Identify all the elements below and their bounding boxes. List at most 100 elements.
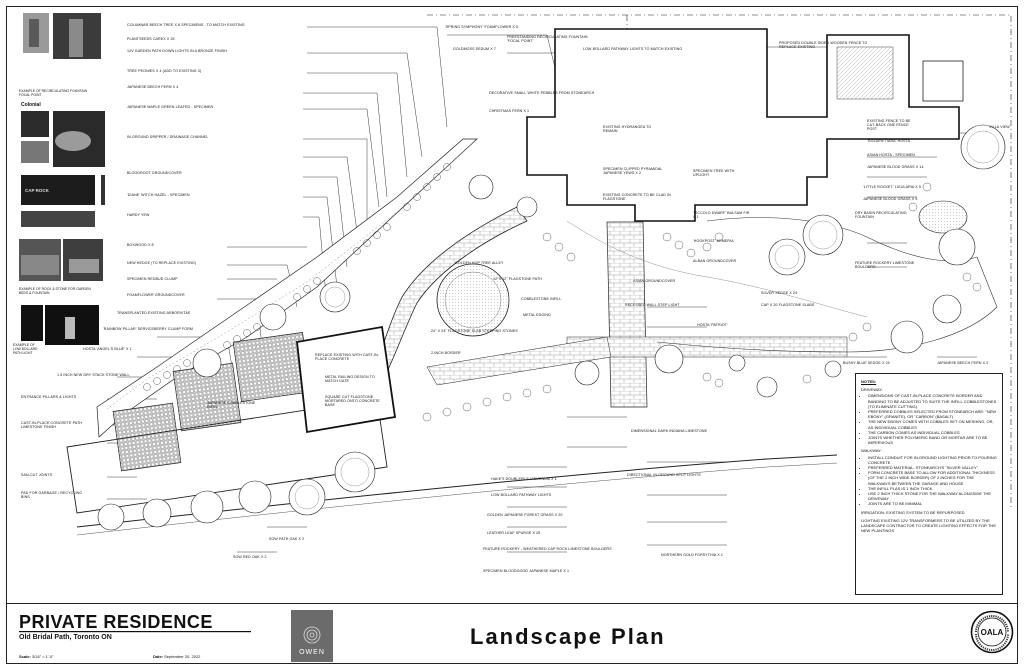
label-center: SOW PATH OAK X 2 xyxy=(269,537,305,541)
list-item: USE 2 INCH THICK STONE FOR THE WALKWAY A… xyxy=(868,491,997,501)
list-item: JOINTS ARE TO BE MINIMAL xyxy=(868,501,997,506)
label-left: CAST-IN-PLACE CONCRETE PATH LIMESTONE FI… xyxy=(21,421,83,430)
list-item: THE INFILL PLAS IS 1 INCH THICK xyxy=(868,486,997,491)
notes-driveway-list: DIMENSIONS OF CAST-IN-PLACE CONCRETE BOR… xyxy=(861,393,997,445)
owen-logo: OWEN xyxy=(291,610,333,662)
flagstone-circle xyxy=(436,263,510,337)
label-center: DECORATIVE SMALL WHITE PEBBLES FROM STON… xyxy=(489,91,595,95)
logo-mark-icon xyxy=(303,626,321,644)
label-right: DRY BASIN RECIRCULATING FOUNTAIN xyxy=(855,211,907,220)
list-item: THE CARBON COMES AS INDIVIDUAL COBBLES xyxy=(868,430,997,435)
front-walkway xyxy=(606,221,648,408)
label-center: COBBLESTONE INFILL xyxy=(521,297,562,301)
label-left: SPECIMEN REDBUD CLUMP xyxy=(127,277,178,281)
label-left: PAD FOR GARBAGE / RECYCLING BINS xyxy=(21,491,83,500)
label-center: GOLDMOSS SEDUM X 7 xyxy=(453,47,496,51)
list-item: FORM CONCRETE BASE TO ALLOW FOR ADDITION… xyxy=(868,470,997,486)
dry-basin-fountain xyxy=(918,200,968,234)
list-item: PREFERRED COBBLES SELECTED FROM STONEARC… xyxy=(868,409,997,419)
notes-heading: NOTES: xyxy=(861,379,877,384)
label-right: CAP X 20 FLAGSTONE SLABS xyxy=(761,303,815,307)
label-left: 'RAINBOW PILLAR' SERVICEBERRY CLUMP FORM xyxy=(103,327,193,331)
label-center: 12"X 12" FLAGSTONE PATH xyxy=(493,277,542,281)
label-left: ENTRANCE PILLARS & LIGHTS xyxy=(21,395,77,399)
date-value: September 20, 2022 xyxy=(164,654,201,659)
label-center: LOW BOLLARD PATHWAY LIGHTS xyxy=(491,493,552,497)
label-center: SQUARE CUT FLAGSTONE MORTARED ONTO CONCR… xyxy=(325,395,380,408)
scale-value: 3/16" = 1'-0" xyxy=(31,654,54,659)
label-center: JAPANESE COBBLESTONE INFILL xyxy=(207,401,256,410)
label-left: HOSTA 'ANGEL'S BLUE' X 1 xyxy=(83,347,132,351)
example-caption-rock: EXAMPLE OF ROCK & STONE FOR GARDEN BEDS … xyxy=(19,287,91,295)
label-center: FEATURE ROCKERY - WEATHERED CAP ROCK LIM… xyxy=(483,547,612,551)
notes-walkway-list: INSTALL CONDUIT FOR IN-GROUND LIGHTING P… xyxy=(861,455,997,507)
label-right: EXISTING FENCE TO BE CUT-BACK ONE FENCE … xyxy=(867,119,911,132)
label-right: 'GOLDEN TIARA' HOSTA xyxy=(867,139,911,143)
label-left: HARDY YEW xyxy=(127,213,150,217)
label-left: SAN-CUT JOINTS xyxy=(21,473,53,477)
label-center: SOW RED OAK X 2 xyxy=(233,555,267,559)
label-left: TREE PEONIES X 4 (ADD TO EXISTING 3) xyxy=(127,69,202,73)
project-name: PRIVATE RESIDENCE xyxy=(19,612,213,632)
label-right: 'LITTLE ROCKET' LIGULARIA X 5 xyxy=(863,185,921,189)
label-left: NEW HEDGE (TO REPLACE EXISTING) xyxy=(127,261,197,265)
label-center: REPLACE EXISTING WITH CAST-IN-PLACE CONC… xyxy=(315,353,380,362)
notes-driveway-heading: DRIVEWAY: xyxy=(861,387,883,393)
drawing-sheet: EXAMPLE OF RECIRCULATING FOUNTAIN FOCAL … xyxy=(6,6,1018,664)
label-right: 'PICCOLO DWARF' BALSAM FIR X 1 xyxy=(693,211,750,220)
project-name-underline xyxy=(19,631,251,633)
label-center: 24" X 24" FLAGSTONE SLAB STEPPING STONES xyxy=(431,329,518,333)
label-right: JAPANESE BLOOD GRASS X 14 xyxy=(867,165,924,169)
label-left: TRANSPLANTED EXISTING ARBORVITAE xyxy=(117,311,191,315)
example-caption-bollard: EXAMPLE OF LOW BOLLARD PATH LIGHT xyxy=(13,343,38,355)
label-center: FREESTANDING RECIRCULATING FOUNTAIN 'FOC… xyxy=(507,35,588,44)
square-flagstone-pad xyxy=(296,325,397,434)
label-left: BOXWOOD X 8 xyxy=(127,243,154,247)
label-center: GOLDEN HOP TREE ALLEY xyxy=(455,261,504,265)
drawing-title: Landscape Plan xyxy=(470,624,666,649)
label-right: JAPANESE BEECH FERN X 2 xyxy=(937,361,989,365)
label-center: METAL RAILING DESIGN TO MATCH GATE xyxy=(325,375,375,384)
label-center: DIRECTIONAL IN-GROUND SPOT LIGHTS xyxy=(627,473,701,477)
label-left: 1.5 INCH NEW DRY STACK STONE WALL xyxy=(57,373,130,377)
notes-walkway-heading: WALKWAY: xyxy=(861,448,882,454)
label-center: EXISTING CONCRETE TO BE CLAD IN FLAGSTON… xyxy=(603,193,671,202)
label-center: LEATHER LEAF SPURGE X 25 xyxy=(487,531,541,535)
label-center: ALBAN GROUNDCOVER xyxy=(693,259,737,263)
label-center: GOLDEN JAPANESE FOREST GRASS X 20 xyxy=(487,513,563,517)
list-item: PREFERRED MATERIAL: STONEARCH'S "SILVER … xyxy=(868,465,997,470)
label-center: SPECIMEN BLOODGOOD JAPANESE MAPLE X 1 xyxy=(483,569,570,573)
label-left: 'DIANE' WITCH HAZEL - SPECIMEN xyxy=(127,193,190,197)
notes-box: NOTES: DRIVEWAY: DIMENSIONS OF CAST-IN-P… xyxy=(855,373,1003,595)
notes-lighting: LIGHTING EXISTING 12V TRANSFORMERS TO BE… xyxy=(861,517,996,534)
list-item: JOINTS WHETHER POLYMERIC BAND OR MORTAR … xyxy=(868,435,997,445)
label-center: EXISTING HYDRANGEA TO REMAIN xyxy=(603,125,652,134)
label-right: SPECIMEN TREE WITH UPLIGHT xyxy=(693,169,735,178)
date-label: Date: xyxy=(153,654,164,659)
label-left: FOAMFLOWER GROUNDCOVER xyxy=(127,293,185,297)
label-left: COLUMNAR BEECH TREE X 6 SPECIMENS - TO M… xyxy=(127,23,245,27)
label-left: PLANTSEEDS CAREX X 25 xyxy=(127,37,175,41)
label-center: SPECIMEN CLIPPED PYRAMIDAL JAPANESE YEWS… xyxy=(603,167,663,176)
list-item: DIMENSIONS OF CAST-IN-PLACE CONCRETE BOR… xyxy=(868,393,997,409)
example-brand-caprock: CAP ROCK xyxy=(25,188,49,193)
label-center: METAL EDGING xyxy=(523,313,551,317)
label-left: JAPANESE BEECH FERN X 4 xyxy=(127,85,179,89)
list-item: INSTALL CONDUIT FOR IN-GROUND LIGHTING P… xyxy=(868,455,997,465)
label-right: BUSHY BLUE SEDGE X 24 xyxy=(843,361,890,365)
label-right: ASIAN HOSTA - SPECIMEN xyxy=(867,153,915,157)
label-right: 'HOOKPOST' ARMERIA xyxy=(693,239,734,243)
label-center: CHRISTMAS FERN X 1 xyxy=(489,109,530,113)
drawing-scale: Scale: 3/16" = 1'-0" xyxy=(19,654,54,659)
seal-text: OALA xyxy=(981,628,1004,637)
label-center: HAKE'S DOUBLEFILE VIBURNUM X 1 xyxy=(491,477,557,481)
label-right: VILLA VIEW xyxy=(989,125,1010,129)
cobblestone-driveway xyxy=(66,332,388,514)
label-center: DIMENSIONAL DARK INDIANA LIMESTONE xyxy=(631,429,708,433)
street-curb xyxy=(76,454,838,528)
example-brand-colonial: Colonial xyxy=(21,102,41,108)
drawing-date: Date: September 20, 2022 xyxy=(153,654,200,659)
label-left: JAPANESE MAPLE GREEN LEAFED - SPECIMEN xyxy=(127,105,214,109)
label-right: JAPANESE BLOOD GRASS X 5 xyxy=(863,197,918,201)
label-center: 'SPRING SYMPHONY' FOAMFLOWER X 5 xyxy=(445,25,519,29)
